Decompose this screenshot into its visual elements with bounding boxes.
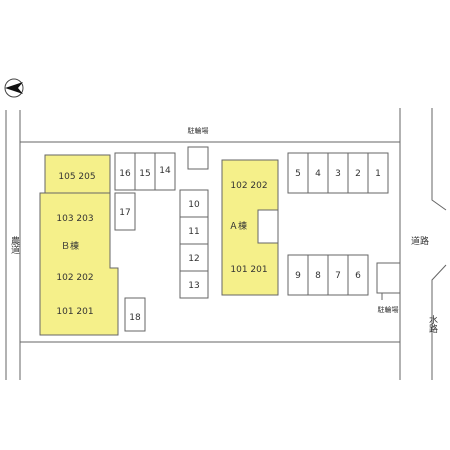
parking-11: 11 bbox=[188, 227, 199, 237]
b-unit-105-205: 105 205 bbox=[58, 172, 95, 182]
bike-parking-right-label: 駐輪場 bbox=[378, 305, 399, 314]
parking-6: 6 bbox=[355, 271, 361, 281]
parking-top-left bbox=[114, 152, 176, 332]
bike-parking-top-label: 駐輪場 bbox=[188, 126, 209, 135]
b-building-name: Ｂ棟 bbox=[61, 240, 79, 252]
parking-12: 12 bbox=[188, 254, 199, 264]
parking-7: 7 bbox=[335, 271, 341, 281]
parking-1: 1 bbox=[375, 169, 381, 179]
a-unit-102-202: 102 202 bbox=[230, 181, 267, 191]
parking-14: 14 bbox=[159, 166, 171, 176]
parking-16: 16 bbox=[119, 169, 131, 179]
parking-center bbox=[179, 189, 209, 299]
parking-3: 3 bbox=[335, 169, 341, 179]
bike-parking-top bbox=[187, 146, 209, 170]
waterway-label: 水路 bbox=[427, 314, 438, 334]
site-boundary bbox=[5, 108, 447, 380]
north-arrow-icon bbox=[4, 78, 24, 98]
parking-8: 8 bbox=[315, 271, 321, 281]
parking-13: 13 bbox=[188, 281, 199, 291]
a-unit-101-201: 101 201 bbox=[230, 265, 267, 275]
parking-18: 18 bbox=[129, 313, 141, 323]
road-label: 道路 bbox=[411, 235, 429, 247]
parking-9: 9 bbox=[295, 271, 301, 281]
b-unit-102-202: 102 202 bbox=[56, 273, 93, 283]
parking-2: 2 bbox=[355, 169, 361, 179]
parking-bottom-right bbox=[287, 254, 369, 296]
a-building-name: Ａ棟 bbox=[229, 220, 247, 232]
bike-parking-right bbox=[376, 262, 401, 294]
parking-10: 10 bbox=[188, 200, 200, 210]
b-unit-101-201: 101 201 bbox=[56, 307, 93, 317]
parking-5: 5 bbox=[295, 169, 301, 179]
parking-15: 15 bbox=[139, 169, 150, 179]
parking-4: 4 bbox=[315, 169, 321, 179]
parking-top-right bbox=[287, 152, 389, 194]
b-unit-103-203: 103 203 bbox=[56, 214, 93, 224]
farm-road-label: 農道 bbox=[9, 235, 20, 255]
parking-17: 17 bbox=[119, 208, 130, 218]
